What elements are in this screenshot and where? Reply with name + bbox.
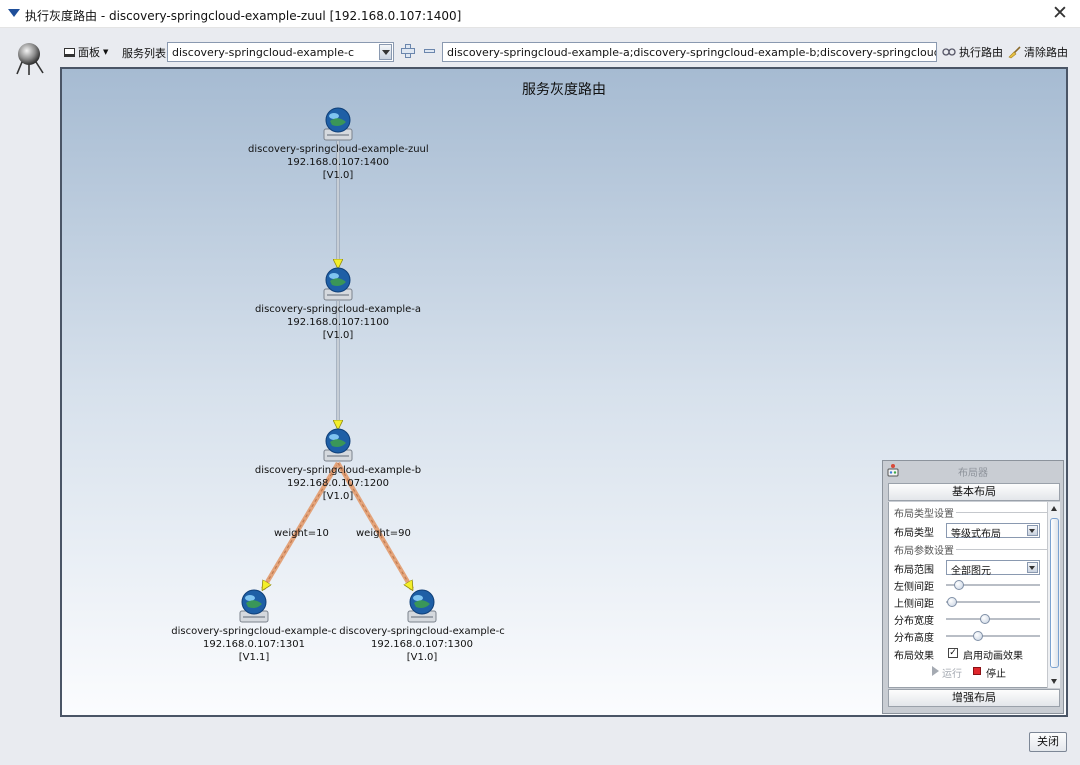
node-name: discovery-springcloud-example-a [254, 304, 422, 315]
edge-weight-label: weight=90 [356, 528, 411, 539]
slider-thumb[interactable] [954, 580, 965, 590]
node-version: [V1.0] [406, 652, 438, 663]
service-node-a[interactable]: discovery-springcloud-example-a 192.168.… [248, 265, 428, 342]
panel-label: 面板 [78, 46, 100, 59]
chevron-down-icon[interactable] [379, 44, 392, 60]
top-spacing-slider[interactable] [946, 597, 1040, 607]
title-bar: 执行灰度路由 - discovery-springcloud-example-z… [0, 0, 1080, 28]
slider-thumb[interactable] [980, 614, 991, 624]
slider-thumb[interactable] [946, 597, 957, 607]
execute-route-button[interactable]: 执行路由 [942, 44, 1003, 60]
layout-type-section: 布局类型设置 [894, 505, 1048, 520]
layout-range-value: 全部图元 [951, 566, 991, 577]
scroll-up-icon[interactable] [1051, 506, 1057, 511]
top-spacing-label: 上侧间距 [894, 599, 934, 610]
clear-route-label: 清除路由 [1024, 46, 1068, 59]
chevron-down-icon[interactable] [1027, 525, 1038, 536]
close-button[interactable]: 关闭 [1029, 732, 1067, 752]
layout-panel-header[interactable]: 布局器 [883, 461, 1063, 479]
service-node-c-1300[interactable]: discovery-springcloud-example-c 192.168.… [332, 587, 512, 664]
server-globe-icon [238, 587, 270, 625]
layout-tool-icon [887, 463, 899, 477]
node-version: [V1.0] [322, 170, 354, 181]
tab-enhanced-layout[interactable]: 增强布局 [888, 689, 1060, 707]
node-name: discovery-springcloud-example-zuul [248, 144, 429, 155]
panel-menu-button[interactable]: 面板 ▼ [64, 44, 108, 60]
layout-panel[interactable]: 布局器 基本布局 布局类型设置 布局类型 等级式布局 布局参数设置 布局范围 全… [882, 460, 1064, 714]
node-version: [V1.1] [238, 652, 270, 663]
layout-effect-label: 布局效果 [894, 651, 934, 662]
close-icon[interactable]: ✕ [1052, 2, 1068, 24]
node-version: [V1.0] [322, 491, 354, 502]
service-node-b[interactable]: discovery-springcloud-example-b 192.168.… [248, 426, 428, 503]
graph-edges [261, 141, 414, 715]
animation-label: 启用动画效果 [963, 651, 1023, 662]
node-name: discovery-springcloud-example-c [339, 626, 505, 637]
server-globe-icon [322, 265, 354, 303]
broom-icon [1008, 45, 1021, 58]
node-address: 192.168.0.107:1100 [287, 317, 389, 328]
layout-panel-title: 布局器 [958, 468, 988, 479]
scroll-thumb[interactable] [1050, 518, 1059, 668]
remove-icon[interactable] [424, 49, 435, 53]
stop-icon[interactable] [973, 667, 981, 675]
server-globe-icon [406, 587, 438, 625]
node-version: [V1.0] [322, 330, 354, 341]
satellite-logo-icon [14, 40, 46, 76]
panel-icon [64, 47, 75, 57]
layout-type-select[interactable]: 等级式布局 [946, 523, 1040, 540]
animation-checkbox[interactable]: ✓ [948, 648, 958, 658]
distribution-height-slider[interactable] [946, 631, 1040, 641]
node-address: 192.168.0.107:1400 [287, 157, 389, 168]
run-label[interactable]: 运行 [942, 669, 962, 680]
edge-b-to-c1301[interactable] [261, 461, 340, 589]
server-globe-icon [322, 105, 354, 143]
add-icon[interactable] [401, 44, 415, 58]
scroll-down-icon[interactable] [1051, 679, 1057, 684]
chevron-down-icon[interactable] [1027, 562, 1038, 573]
window-title: 执行灰度路由 - discovery-springcloud-example-z… [25, 9, 462, 23]
node-name: discovery-springcloud-example-c [171, 626, 337, 637]
service-node-zuul[interactable]: discovery-springcloud-example-zuul 192.1… [248, 105, 429, 182]
app-icon [8, 9, 20, 17]
left-spacing-label: 左侧间距 [894, 582, 934, 593]
service-list-label: 服务列表 [122, 47, 166, 60]
node-address: 192.168.0.107:1200 [287, 478, 389, 489]
route-input[interactable]: discovery-springcloud-example-a;discover… [442, 42, 937, 62]
chevron-down-icon: ▼ [103, 48, 109, 56]
service-node-c-1301[interactable]: discovery-springcloud-example-c 192.168.… [164, 587, 344, 664]
layout-type-value: 等级式布局 [951, 529, 1001, 540]
node-address: 192.168.0.107:1301 [203, 639, 305, 650]
play-icon[interactable] [932, 666, 939, 676]
server-globe-icon [322, 426, 354, 464]
node-name: discovery-springcloud-example-b [254, 465, 422, 476]
toolbar: 面板 ▼ 服务列表 discovery-springcloud-example-… [60, 40, 1070, 64]
edge-weight-label: weight=10 [274, 528, 329, 539]
graph-title: 服务灰度路由 [522, 82, 606, 98]
distribution-width-slider[interactable] [946, 614, 1040, 624]
route-icon [942, 48, 956, 56]
edge-b-to-c1300[interactable] [336, 461, 414, 589]
clear-route-button[interactable]: 清除路由 [1008, 44, 1068, 60]
distribution-width-label: 分布宽度 [894, 616, 934, 627]
layout-range-label: 布局范围 [894, 565, 934, 576]
service-select[interactable]: discovery-springcloud-example-c [167, 42, 394, 62]
left-spacing-slider[interactable] [946, 580, 1040, 590]
layout-type-label: 布局类型 [894, 528, 934, 539]
layout-param-section: 布局参数设置 [894, 542, 1048, 557]
stop-label[interactable]: 停止 [986, 669, 1006, 680]
layout-panel-scrollbar[interactable] [1047, 502, 1060, 688]
layout-range-select[interactable]: 全部图元 [946, 560, 1040, 577]
layout-panel-body: 布局类型设置 布局类型 等级式布局 布局参数设置 布局范围 全部图元 左侧间距 … [888, 502, 1060, 688]
execute-route-label: 执行路由 [959, 46, 1003, 59]
node-address: 192.168.0.107:1300 [371, 639, 473, 650]
service-select-value: discovery-springcloud-example-c [172, 46, 354, 59]
slider-thumb[interactable] [972, 631, 983, 641]
tab-basic-layout[interactable]: 基本布局 [888, 483, 1060, 501]
distribution-height-label: 分布高度 [894, 633, 934, 644]
